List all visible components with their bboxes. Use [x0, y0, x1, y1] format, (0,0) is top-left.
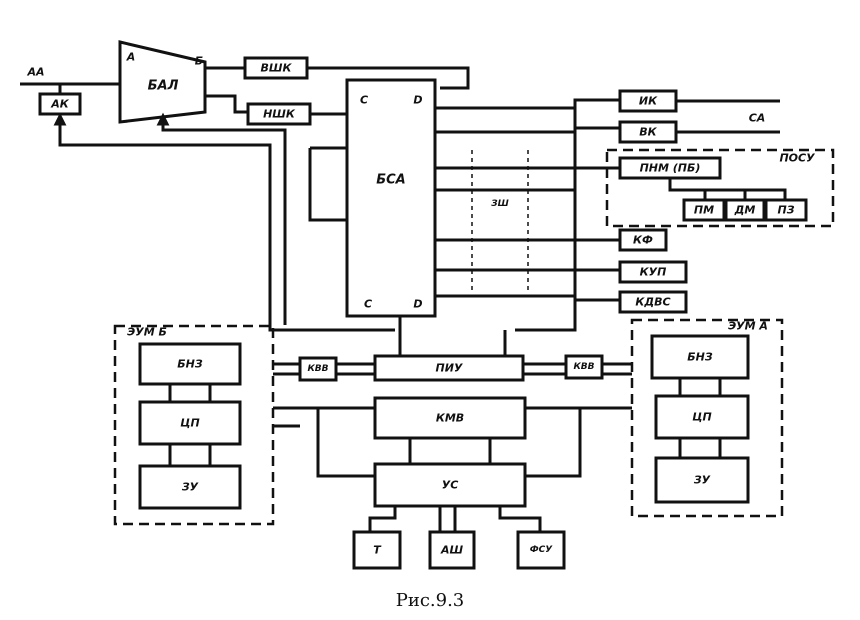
- kdvs-label: КДВС: [635, 296, 670, 309]
- psu-label: ФСУ: [530, 545, 554, 555]
- nshk-label: НШК: [263, 108, 296, 121]
- posu-label: ПОСУ: [779, 152, 815, 165]
- shk-blocks: ВШК НШК: [205, 56, 470, 126]
- bsa-label: БСА: [376, 173, 406, 188]
- pm-label: ПМ: [694, 204, 714, 217]
- t-block: [352, 530, 402, 570]
- evm-a-frame: [630, 318, 784, 518]
- input-section: АА АК: [20, 66, 395, 332]
- evm-b-group: ЭУМ Б БНЗ ЦП ЗУ: [113, 324, 275, 526]
- bal-label: БАЛ: [148, 79, 179, 94]
- bnz-left-block: [138, 342, 242, 386]
- t-label: Т: [373, 544, 382, 557]
- us-label: УС: [442, 479, 459, 492]
- vshk-label: ВШК: [261, 62, 293, 75]
- figure-caption: Рис.9.3: [395, 590, 465, 611]
- bal-unit: БАЛ А Б: [118, 40, 287, 325]
- kmv-label: КМВ: [436, 412, 464, 425]
- evm-b-label: ЭУМ Б: [127, 326, 167, 339]
- ak-arrow: [53, 112, 67, 126]
- kmv-block: [373, 396, 527, 440]
- input-aa-label: АА: [26, 66, 44, 79]
- bal-block: [118, 40, 207, 124]
- us-block: [373, 462, 527, 508]
- kvv-left-block: [298, 356, 338, 382]
- piu-label: ПИУ: [436, 362, 463, 375]
- dm-label: ДМ: [734, 204, 756, 217]
- cp-left-label: ЦП: [180, 417, 199, 430]
- bsa-block: [345, 78, 437, 318]
- bnz-right-label: БНЗ: [687, 351, 713, 364]
- output-blocks: ИК ВК СА ПНМ (ПБ) ПОСУ ПМ ДМ ПЗ КФ КУП К…: [605, 89, 835, 314]
- kf-block: [618, 228, 668, 252]
- central-bus: КВВ ПИУ КВВ КМВ УС Т АШ ФСУ: [273, 330, 632, 570]
- piu-block: [373, 354, 525, 382]
- sa-label: СА: [749, 112, 766, 125]
- kf-label: КФ: [633, 234, 653, 247]
- kvv-left-label: КВВ: [307, 364, 328, 374]
- evm-a-label: ЭУМ А: [728, 320, 768, 333]
- cp-right-block: [654, 394, 750, 440]
- bsa-c-top: С: [360, 94, 368, 107]
- ak-label: АК: [50, 98, 70, 111]
- bsa-c-bottom: С: [364, 298, 372, 311]
- bnz-right-block: [650, 334, 750, 380]
- ash-block: [428, 530, 476, 570]
- kvv-right-block: [564, 354, 604, 380]
- zu-left-block: [138, 464, 242, 510]
- zsh-label: ЗШ: [491, 199, 509, 209]
- bsa-unit: БСА С D С D ЗШ: [308, 78, 620, 332]
- ik-label: ИК: [639, 95, 658, 108]
- cp-left-block: [138, 400, 242, 446]
- pnm-label: ПНМ (ПБ): [640, 162, 701, 175]
- psu-block: [516, 530, 566, 570]
- bnz-left-label: БНЗ: [177, 358, 203, 371]
- evm-a-group: ЭУМ А БНЗ ЦП ЗУ: [630, 318, 784, 518]
- cp-right-label: ЦП: [692, 411, 711, 424]
- ash-label: АШ: [440, 544, 464, 557]
- bal-output-b: Б: [195, 55, 203, 68]
- dm-block: [724, 198, 766, 222]
- zu-left-label: ЗУ: [182, 481, 199, 494]
- kdvs-block: [618, 290, 688, 314]
- zu-right-block: [654, 456, 750, 504]
- zu-right-label: ЗУ: [694, 474, 711, 487]
- kvv-right-label: КВВ: [573, 362, 594, 372]
- vk-label: ВК: [639, 126, 657, 139]
- kup-label: КУП: [640, 266, 667, 279]
- kup-block: [618, 260, 688, 284]
- bal-input-a: А: [126, 51, 136, 64]
- bsa-d-bottom: D: [413, 298, 422, 311]
- posu-group: [605, 148, 835, 228]
- bsa-d-top: D: [413, 94, 422, 107]
- pm-block: [682, 198, 726, 222]
- pz-label: ПЗ: [777, 204, 794, 217]
- pz-block: [764, 198, 808, 222]
- bal-feedback-arrow: [156, 112, 170, 126]
